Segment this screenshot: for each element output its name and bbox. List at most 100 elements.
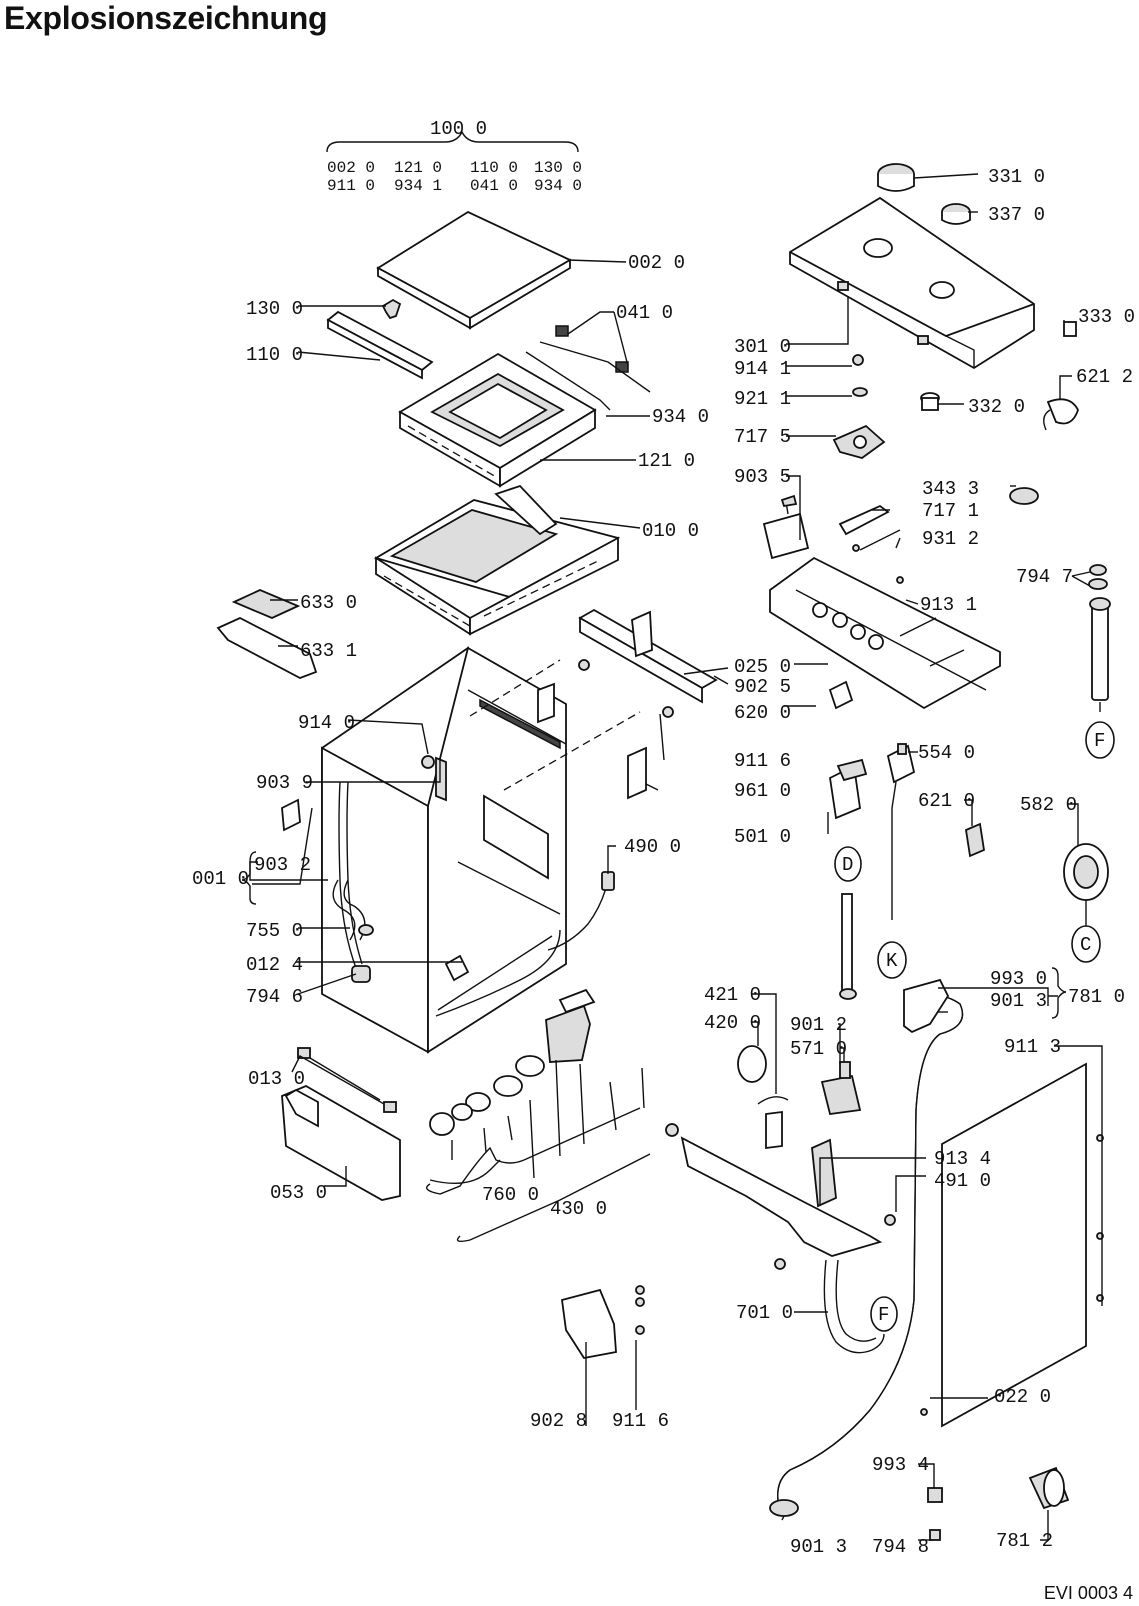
service-flap bbox=[281, 798, 301, 832]
part-label: 914 0 bbox=[298, 712, 355, 734]
part-label: 571 0 bbox=[790, 1038, 847, 1060]
part-label: 633 1 bbox=[300, 640, 357, 662]
part-label: 901 3 bbox=[790, 1536, 847, 1558]
part-label: 501 0 bbox=[734, 826, 791, 848]
part-label: 633 0 bbox=[300, 592, 357, 614]
part-label: 430 0 bbox=[550, 1198, 607, 1220]
switch-bracket bbox=[762, 494, 904, 584]
part-label: 013 0 bbox=[248, 1068, 305, 1090]
part-label: 332 0 bbox=[968, 396, 1025, 418]
rear-panel bbox=[920, 1062, 1104, 1428]
part-label: 554 0 bbox=[918, 742, 975, 764]
part-label: 420 0 bbox=[704, 1012, 761, 1034]
part-label: 911 6 bbox=[734, 750, 791, 772]
part-label: 914 1 bbox=[734, 358, 791, 380]
part-label: 421 0 bbox=[704, 984, 761, 1006]
part-label: 001 0 bbox=[192, 868, 249, 890]
document-code: EVI 0003 4 bbox=[1043, 1583, 1133, 1603]
pressure-switch bbox=[829, 758, 868, 820]
svg-text:K: K bbox=[886, 950, 898, 972]
part-label: 794 6 bbox=[246, 986, 303, 1008]
control-panel bbox=[789, 196, 1035, 370]
part-label: 490 0 bbox=[624, 836, 681, 858]
hinge-bar bbox=[326, 298, 434, 380]
hinge-clips bbox=[525, 325, 651, 411]
part-label: 130 0 bbox=[246, 298, 303, 320]
part-label: 961 0 bbox=[734, 780, 791, 802]
group-item: 934 0 bbox=[534, 177, 582, 195]
part-label: 331 0 bbox=[988, 166, 1045, 188]
svg-text:F: F bbox=[878, 1304, 889, 1326]
part-label: 002 0 bbox=[628, 252, 685, 274]
inlet-valve bbox=[820, 1061, 862, 1115]
connector-f-top: F bbox=[1085, 702, 1115, 759]
pump-bracket bbox=[426, 1059, 651, 1243]
part-label: 931 2 bbox=[922, 528, 979, 550]
part-label: 582 0 bbox=[1020, 794, 1077, 816]
heater-rod bbox=[839, 893, 857, 1000]
part-label: 701 0 bbox=[736, 1302, 793, 1324]
part-label: 903 5 bbox=[734, 466, 791, 488]
part-label: 781 2 bbox=[996, 1530, 1053, 1552]
part-label: 022 0 bbox=[994, 1386, 1051, 1408]
part-label: 913 4 bbox=[934, 1148, 991, 1170]
grip-handle bbox=[216, 589, 318, 679]
frame-bracket bbox=[578, 608, 718, 704]
small-control-parts bbox=[832, 321, 1079, 505]
part-label: 902 8 bbox=[530, 1410, 587, 1432]
control-unit bbox=[769, 556, 1001, 710]
leader-lines bbox=[249, 173, 1103, 1541]
part-label: 911 6 bbox=[612, 1410, 669, 1432]
part-labels: 002 0 130 0 041 0 110 0 934 0 121 0 010 … bbox=[192, 166, 1135, 1558]
group-item: 911 0 bbox=[327, 177, 375, 195]
group-braces bbox=[241, 851, 1067, 1185]
part-label: 993 4 bbox=[872, 1454, 929, 1476]
drain-pump bbox=[429, 988, 596, 1136]
valve-bracket bbox=[665, 1123, 896, 1270]
knobs bbox=[877, 163, 971, 225]
group-item: 041 0 bbox=[470, 177, 518, 195]
part-label: 934 0 bbox=[652, 406, 709, 428]
capacitor bbox=[737, 1045, 789, 1150]
inlet-hose bbox=[823, 1259, 885, 1354]
door-lock-switch bbox=[886, 743, 916, 920]
part-label: 913 1 bbox=[920, 594, 977, 616]
part-label: 901 2 bbox=[790, 1014, 847, 1036]
motor-pulley bbox=[1063, 843, 1109, 901]
group-item: 934 1 bbox=[394, 177, 442, 195]
part-label: 041 0 bbox=[616, 302, 673, 324]
wall-plugs bbox=[537, 659, 674, 800]
part-label: 053 0 bbox=[270, 1182, 327, 1204]
group-item: 002 0 bbox=[327, 159, 375, 177]
part-label: 620 0 bbox=[734, 702, 791, 724]
part-label: 903 9 bbox=[256, 772, 313, 794]
detergent-tray bbox=[373, 484, 621, 636]
top-frame bbox=[398, 352, 597, 488]
svg-text:D: D bbox=[842, 854, 853, 876]
part-label: 755 0 bbox=[246, 920, 303, 942]
part-label: 012 4 bbox=[246, 954, 303, 976]
part-label: 781 0 bbox=[1068, 986, 1125, 1008]
group-item: 130 0 bbox=[534, 159, 582, 177]
part-label: 911 3 bbox=[1004, 1036, 1061, 1058]
group-bracket: 100 0 002 0 121 0 110 0 130 0 911 0 934 … bbox=[326, 118, 582, 195]
part-label: 025 0 bbox=[734, 656, 791, 678]
connector-f-bottom: F bbox=[870, 1296, 898, 1332]
page-title: Explosionszeichnung bbox=[4, 0, 328, 36]
part-label: 903 2 bbox=[254, 854, 311, 876]
part-label: 794 8 bbox=[872, 1536, 929, 1558]
power-cord bbox=[435, 871, 615, 1017]
inlet-hose-fitting bbox=[1088, 564, 1111, 701]
drain-siphon bbox=[332, 879, 374, 983]
part-label: 621 0 bbox=[918, 790, 975, 812]
drain-hose bbox=[777, 978, 964, 1501]
connector-c: C bbox=[1071, 900, 1101, 963]
connector-k: K bbox=[877, 941, 907, 979]
part-label: 010 0 bbox=[642, 520, 699, 542]
group-label: 100 0 bbox=[430, 118, 487, 140]
connector-d: D bbox=[834, 846, 862, 882]
part-label: 902 5 bbox=[734, 676, 791, 698]
part-label: 717 5 bbox=[734, 426, 791, 448]
part-label: 993 0 bbox=[990, 968, 1047, 990]
